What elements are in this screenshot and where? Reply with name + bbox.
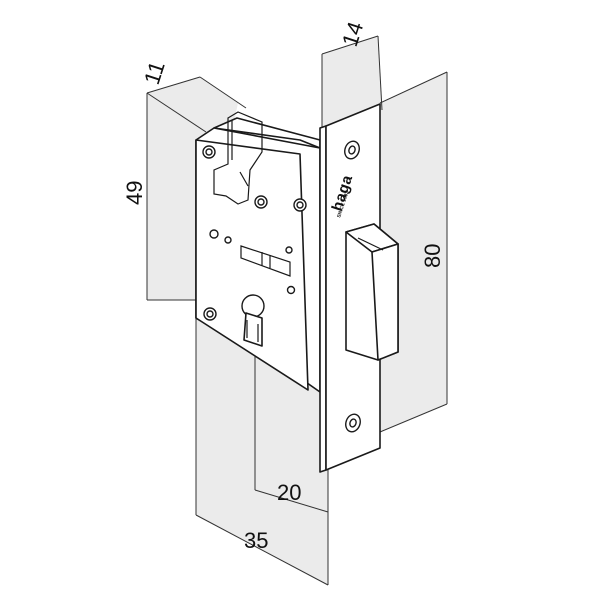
dim-label-faceplate-height: 80: [420, 244, 445, 268]
dim-area-14: [322, 36, 382, 128]
dim-label-total-backset: 35: [244, 528, 268, 553]
bolt-slot: [240, 245, 291, 277]
dim-label-keyhole-backset: 20: [277, 480, 301, 505]
hole-a: [209, 229, 219, 239]
case-face: [195, 139, 309, 391]
hole-d: [286, 285, 296, 295]
lock-body: [195, 111, 321, 393]
lever-mechanism: [213, 111, 263, 205]
dim-label-body-height: 49: [122, 181, 147, 205]
faceplate-side: [319, 125, 327, 473]
hole-c: [285, 246, 293, 254]
keyhole: [241, 294, 265, 347]
hole-b: [224, 236, 232, 244]
dim-label-depth: 11: [139, 58, 170, 87]
latch-bolt: [345, 223, 399, 361]
faceplate: haga SINCE 1933: [319, 103, 399, 473]
